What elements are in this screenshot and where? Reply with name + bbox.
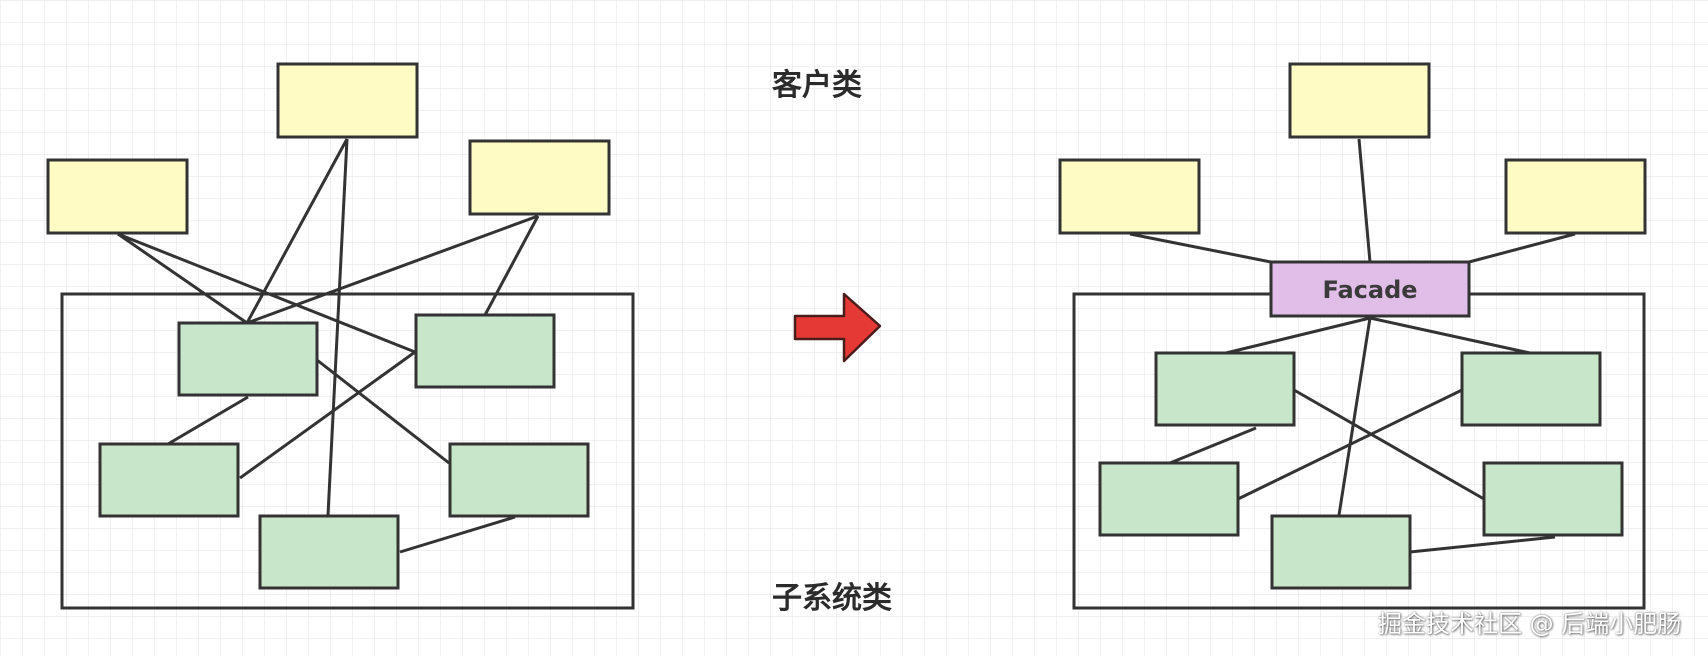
- right-diagram: Facade: [1058, 62, 1647, 610]
- left-line: [245, 138, 349, 324]
- right-line: [1169, 426, 1257, 465]
- right-subsystem-box: [1460, 351, 1602, 427]
- left-subsystem-container: [60, 292, 635, 610]
- right-subsystem-box: [1098, 461, 1240, 537]
- facade-label: Facade: [1322, 276, 1417, 304]
- left-line: [483, 215, 540, 316]
- left-client-box: [468, 139, 611, 216]
- left-subsystem-box: [414, 313, 556, 389]
- left-diagram: [46, 62, 635, 610]
- left-client-box: [276, 62, 419, 139]
- subsystem-class-label: 子系统类: [772, 581, 892, 616]
- right-line: [1369, 316, 1531, 355]
- right-line: [1337, 317, 1372, 516]
- right-connections: [1129, 138, 1576, 554]
- right-line: [1468, 232, 1576, 264]
- left-subsystem-box: [98, 442, 240, 518]
- right-line: [1293, 388, 1485, 501]
- left-line: [117, 232, 416, 354]
- right-client-box: [1504, 158, 1647, 235]
- left-connections: [117, 138, 540, 554]
- right-line: [1357, 138, 1372, 263]
- left-line: [167, 395, 249, 446]
- right-subsystem-box: [1154, 351, 1296, 427]
- left-line: [316, 358, 450, 465]
- facade-box: [1269, 260, 1471, 318]
- right-line: [1225, 316, 1371, 355]
- right-client-box: [1288, 62, 1431, 139]
- right-line: [1237, 388, 1463, 501]
- right-line: [1409, 535, 1556, 554]
- left-client-box: [46, 158, 189, 235]
- left-line: [246, 214, 539, 325]
- right-subsystem-box: [1482, 461, 1624, 537]
- right-line: [1129, 232, 1272, 264]
- client-class-label: 客户类: [772, 68, 862, 103]
- watermark: 掘金技术社区 @ 后端小肥肠: [1378, 610, 1682, 638]
- left-line: [239, 350, 416, 480]
- left-subsystem-box: [448, 442, 590, 518]
- right-subsystem-box: [1270, 514, 1412, 590]
- right-client-box: [1058, 158, 1201, 235]
- right-arrow-icon: [793, 292, 882, 363]
- left-line: [117, 232, 248, 325]
- left-line: [326, 138, 349, 516]
- left-line: [399, 515, 516, 554]
- left-subsystem-box: [258, 514, 400, 590]
- left-subsystem-box: [177, 321, 319, 397]
